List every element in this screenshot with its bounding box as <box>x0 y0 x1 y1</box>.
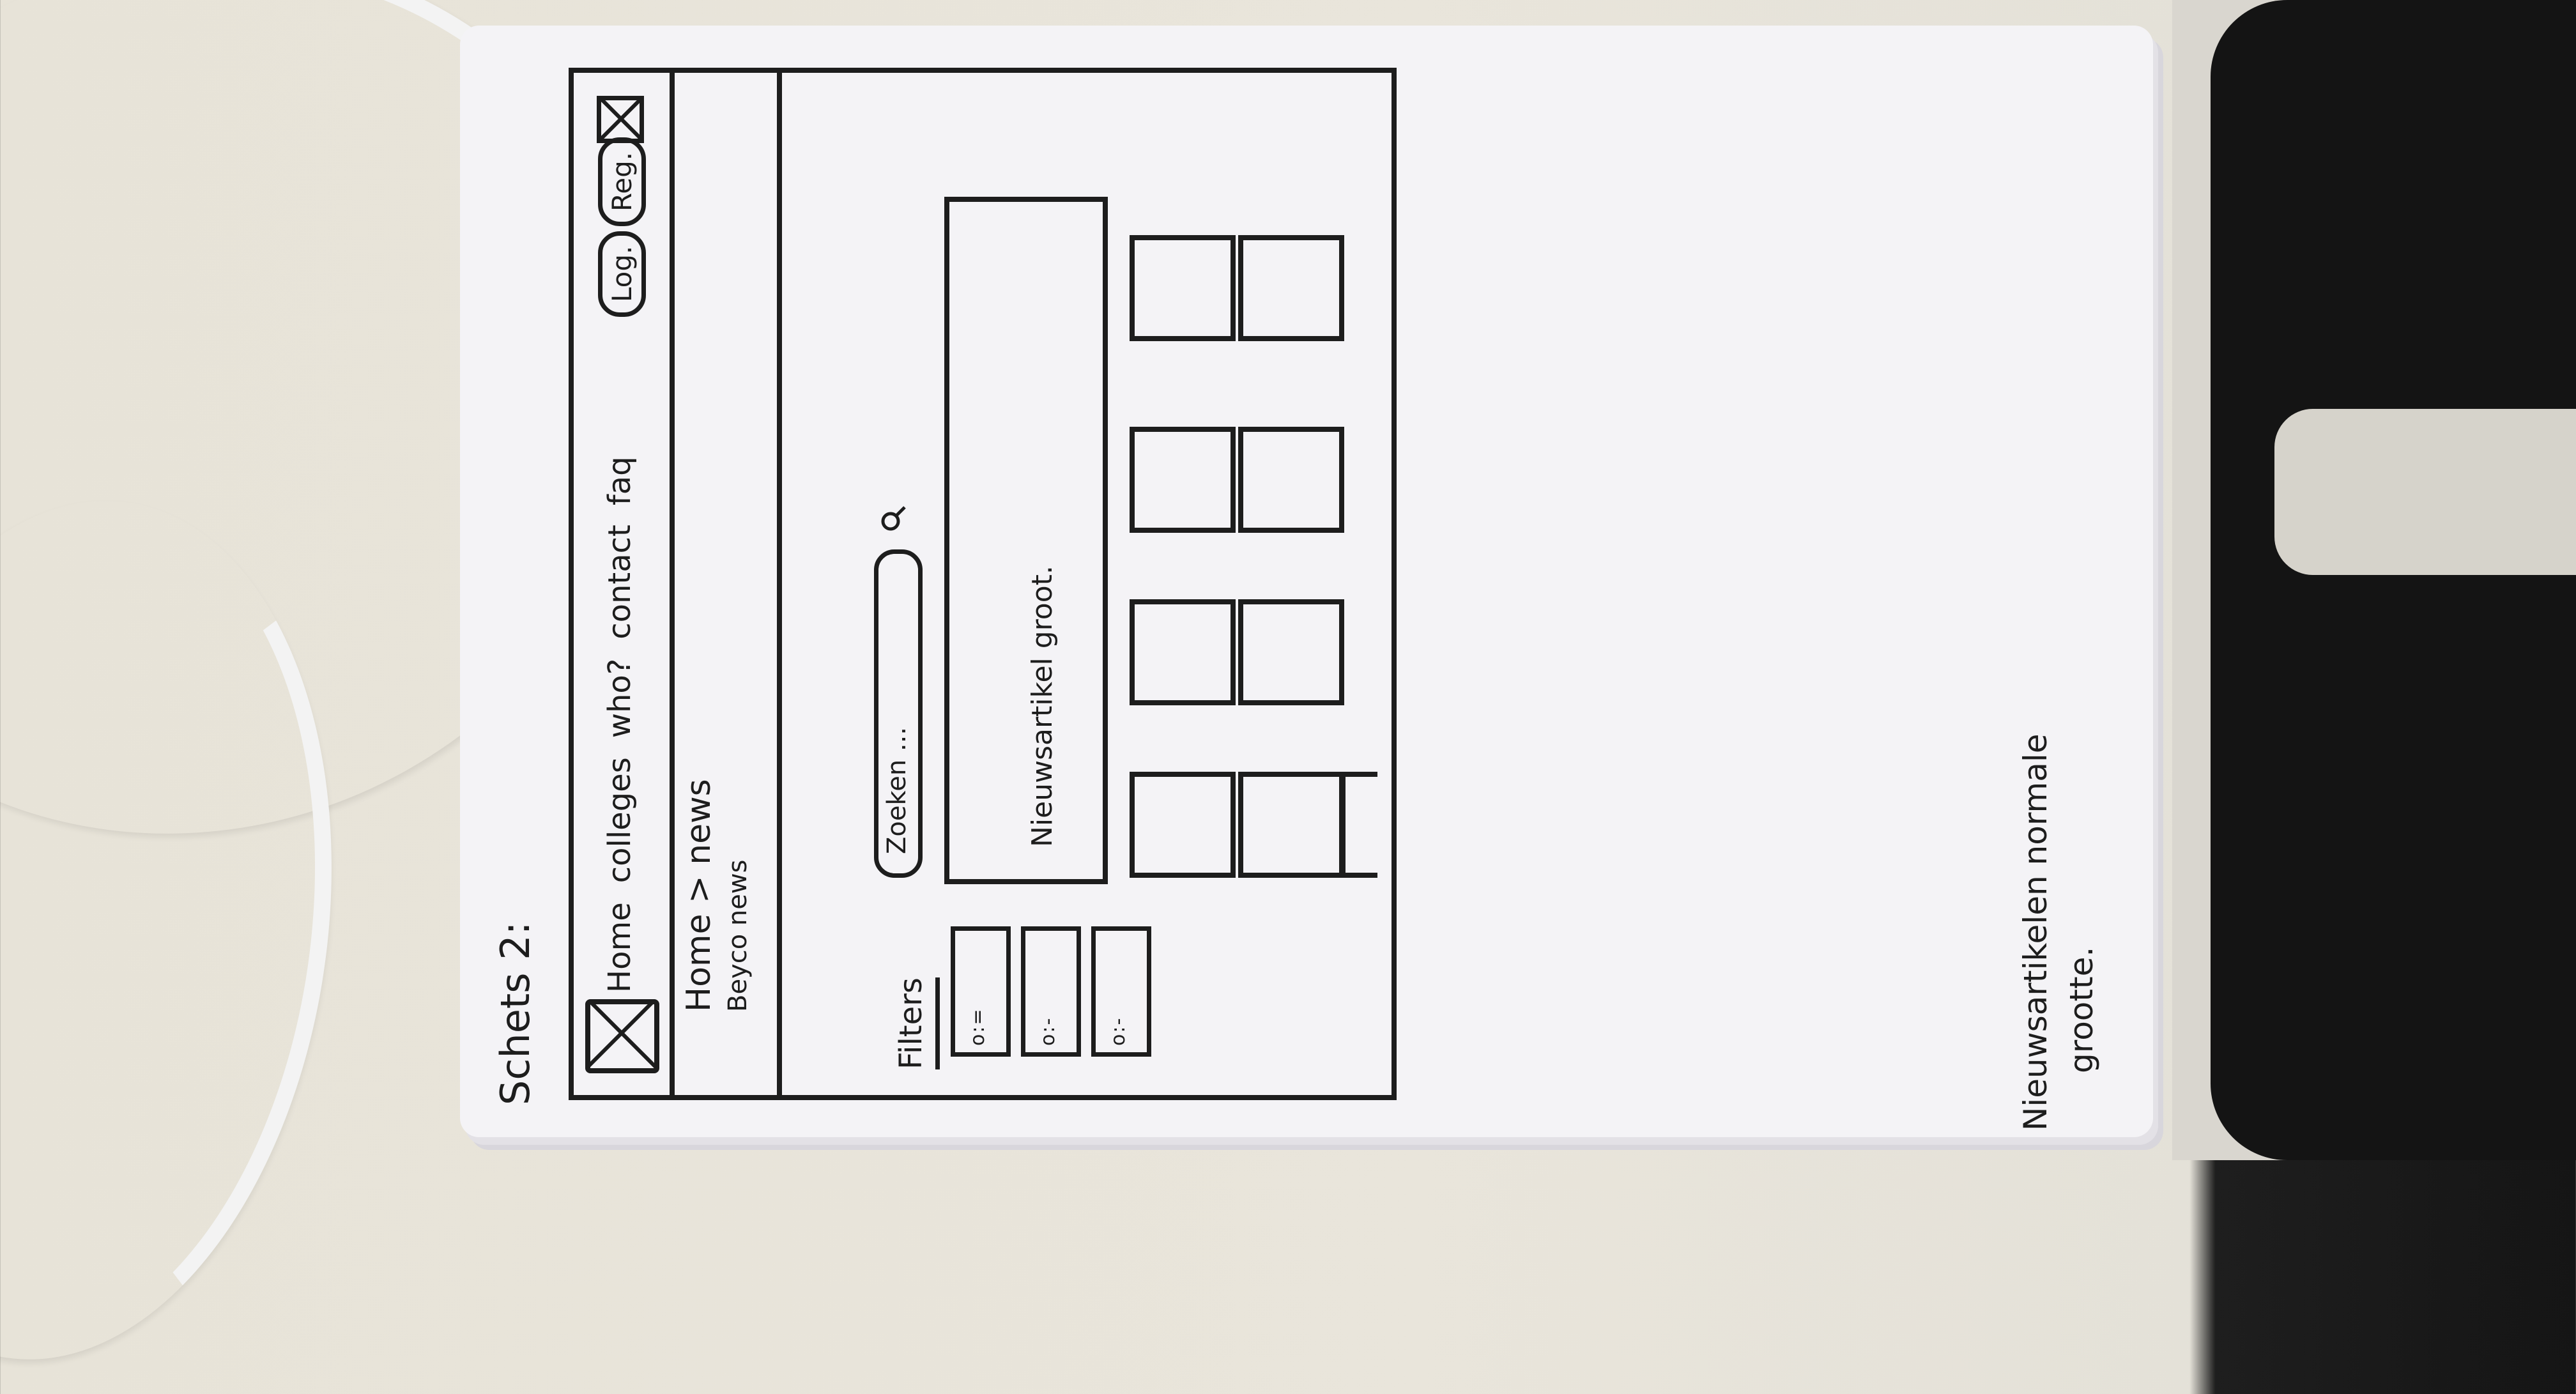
article-tile[interactable] <box>1340 772 1377 878</box>
filter-mark: o:- <box>1037 1016 1059 1046</box>
featured-article-label: Nieuwsartikel groot. <box>1026 565 1059 847</box>
breadcrumb[interactable]: Home > news <box>680 779 718 1012</box>
filter-option[interactable]: o:- <box>1021 926 1081 1057</box>
nav-colleges[interactable]: colleges <box>602 757 638 884</box>
search-placeholder: Zoeken ... <box>882 726 912 854</box>
filter-option[interactable]: o:- <box>1091 926 1151 1057</box>
notebook-page <box>460 26 2153 1137</box>
article-tile[interactable] <box>1238 427 1344 533</box>
wireframe-sketch: Schets 2: Home colleges who? contact faq… <box>466 32 2128 1156</box>
article-tile[interactable] <box>1130 235 1236 341</box>
filters-label: Filters <box>893 977 940 1069</box>
logo-placeholder-icon[interactable] <box>585 999 659 1073</box>
article-tile[interactable] <box>1130 599 1236 705</box>
filter-mark: o:- <box>1107 1016 1130 1046</box>
article-tile[interactable] <box>1238 599 1344 705</box>
top-navigation-bar: Home colleges who? contact faq Log. Reg. <box>574 73 675 1095</box>
login-button[interactable]: Log. <box>598 231 646 317</box>
article-tile[interactable] <box>1238 772 1344 878</box>
main-nav: Home colleges who? contact faq <box>602 456 638 993</box>
article-tile[interactable] <box>1130 772 1236 878</box>
sketch-title: Schets 2: <box>492 921 539 1105</box>
breadcrumb-bar: Home > news Beyco news <box>675 73 782 1095</box>
breadcrumb-subtitle: Beyco news <box>723 859 753 1012</box>
register-button[interactable]: Reg. <box>598 137 646 226</box>
filter-option[interactable]: o:= <box>951 926 1011 1057</box>
nav-faq[interactable]: faq <box>602 456 638 506</box>
article-tile[interactable] <box>1238 235 1344 341</box>
nav-home[interactable]: Home <box>602 902 638 993</box>
annotation-line-1: Nieuwsartikelen normale <box>2017 733 2054 1131</box>
search-input[interactable]: Zoeken ... <box>874 549 923 878</box>
search-icon[interactable] <box>879 505 907 533</box>
nav-who[interactable]: who? <box>602 658 638 739</box>
desk-gap <box>2274 409 2576 575</box>
nav-contact[interactable]: contact <box>602 525 638 640</box>
annotation-line-2: grootte. <box>2063 946 2100 1073</box>
dark-fabric <box>2211 0 2576 1160</box>
browser-frame: Home colleges who? contact faq Log. Reg.… <box>569 68 1397 1100</box>
featured-article[interactable]: Nieuwsartikel groot. <box>944 197 1108 884</box>
annotation-note: Nieuwsartikelen normale grootte. <box>2012 556 2104 1131</box>
article-tile[interactable] <box>1130 427 1236 533</box>
filter-mark: o:= <box>967 1007 989 1046</box>
close-icon[interactable] <box>597 96 644 143</box>
